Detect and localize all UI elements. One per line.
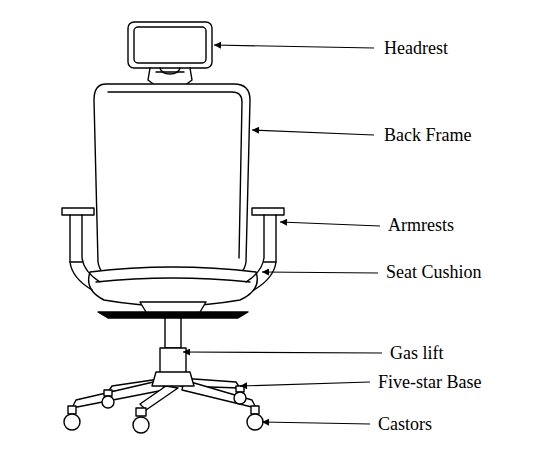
back-frame-edge — [108, 92, 242, 258]
armrest-post — [264, 261, 276, 262]
leader-line — [280, 222, 380, 226]
gas-lift — [165, 318, 181, 348]
mechanism — [140, 302, 206, 312]
part-label: Headrest — [384, 37, 448, 59]
part-label: Gas lift — [390, 342, 444, 364]
leader-lines — [183, 45, 382, 424]
leader-line — [240, 382, 370, 386]
part-label: Back Frame — [384, 124, 471, 146]
part-label: Seat Cushion — [386, 261, 482, 283]
gas-lift-sleeve — [160, 348, 186, 374]
five-star-base — [72, 372, 256, 410]
seat-seam — [96, 278, 250, 282]
armrest-pad — [62, 208, 94, 215]
headrest — [128, 22, 212, 68]
armrest-post — [70, 261, 82, 262]
leader-line — [262, 422, 370, 424]
part-label: Castors — [378, 413, 432, 435]
mechanism-plate — [98, 312, 248, 318]
armrest-pad — [252, 208, 284, 215]
leader-line — [252, 130, 374, 135]
seat-cushion — [89, 267, 258, 306]
headrest-bracket — [160, 68, 180, 74]
part-label: Five-star Base — [378, 371, 481, 393]
headrest-inner — [134, 27, 206, 63]
leader-line — [262, 272, 378, 273]
back-frame — [94, 84, 250, 280]
leader-line — [214, 45, 374, 48]
leader-line — [183, 352, 382, 353]
armrest-post — [246, 215, 276, 290]
castor — [64, 386, 263, 433]
armrest-post — [70, 215, 100, 290]
part-label: Armrests — [388, 214, 454, 236]
